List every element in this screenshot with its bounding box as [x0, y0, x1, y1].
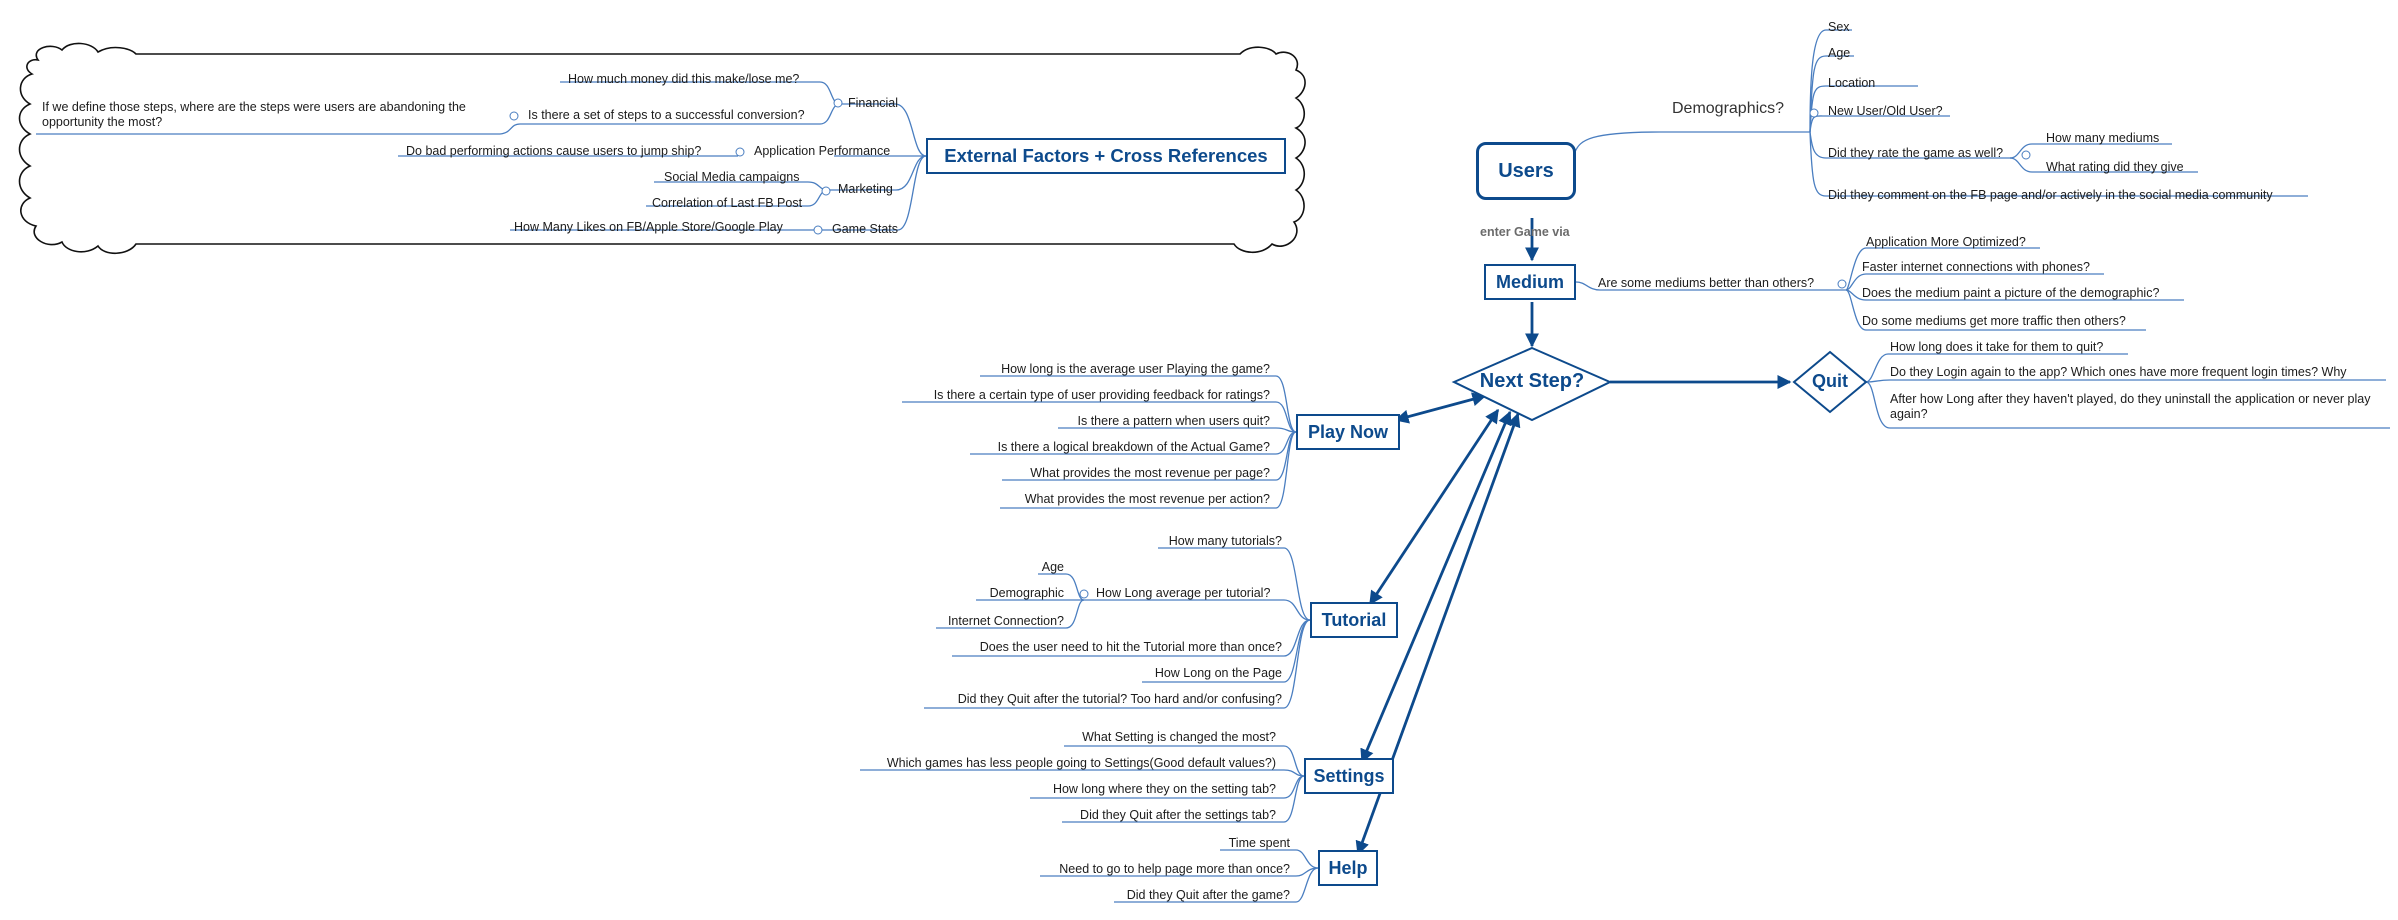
tutorial-average-demographic[interactable]: Demographic — [989, 586, 1064, 600]
settings-question-time-on-tab[interactable]: How long where they on the setting tab? — [1052, 782, 1276, 796]
quit-question-uninstall[interactable]: After how Long after they haven't played… — [1890, 392, 2371, 421]
medium-label: Medium — [1495, 271, 1564, 292]
play-now-node[interactable]: Play Now — [1296, 414, 1400, 450]
marketing-label[interactable]: Marketing — [838, 182, 893, 196]
tutorial-question-average-time[interactable]: How Long average per tutorial? — [1096, 586, 1271, 600]
help-question-time-spent[interactable]: Time spent — [1228, 836, 1290, 850]
marketing-social-media[interactable]: Social Media campaigns — [664, 170, 800, 184]
demographics-age[interactable]: Age — [1828, 46, 1851, 60]
game-stats-question[interactable]: How Many Likes on FB/Apple Store/Google … — [514, 220, 783, 234]
help-node[interactable]: Help — [1318, 850, 1378, 886]
financial-question-abandon[interactable]: If we define those steps, where are the … — [42, 100, 466, 129]
medium-node[interactable]: Medium — [1484, 264, 1576, 300]
rate-how-many-mediums[interactable]: How many mediums — [2046, 131, 2160, 145]
demographics-comment[interactable]: Did they comment on the FB page and/or a… — [1828, 188, 2273, 202]
help-question-quit[interactable]: Did they Quit after the game? — [1126, 888, 1290, 902]
tutorial-node[interactable]: Tutorial — [1310, 602, 1398, 638]
financial-question-steps[interactable]: Is there a set of steps to a successful … — [528, 108, 805, 122]
medium-question-traffic[interactable]: Do some mediums get more traffic then ot… — [1862, 314, 2126, 328]
external-factors-cloud — [18, 42, 1306, 255]
play-now-question-average[interactable]: How long is the average user Playing the… — [1001, 362, 1270, 376]
enter-game-via-label: enter Game via — [1480, 225, 1570, 239]
demographics-label[interactable]: Demographics? — [1672, 100, 1785, 117]
help-question-more-than-once[interactable]: Need to go to help page more than once? — [1059, 862, 1290, 876]
external-factors-title: External Factors + Cross References — [944, 145, 1268, 166]
medium-question-demographic[interactable]: Does the medium paint a picture of the d… — [1862, 286, 2160, 300]
medium-question-connections[interactable]: Faster internet connections with phones? — [1862, 260, 2090, 274]
tutorial-average-age[interactable]: Age — [1041, 560, 1064, 574]
settings-node[interactable]: Settings — [1304, 758, 1394, 794]
tutorial-question-time-on-page[interactable]: How Long on the Page — [1154, 666, 1282, 680]
quit-diamond — [1792, 350, 1868, 414]
demographics-sex[interactable]: Sex — [1828, 20, 1850, 34]
tutorial-question-how-many[interactable]: How many tutorials? — [1168, 534, 1282, 548]
play-now-question-revenue-page[interactable]: What provides the most revenue per page? — [1030, 466, 1270, 480]
next-step-label[interactable]: Next Step? — [1479, 370, 1585, 392]
help-label: Help — [1328, 857, 1368, 878]
tutorial-average-connection[interactable]: Internet Connection? — [947, 614, 1064, 628]
marketing-last-post[interactable]: Correlation of Last FB Post — [652, 196, 803, 210]
app-performance-question[interactable]: Do bad performing actions cause users to… — [406, 144, 702, 158]
rate-what-rating[interactable]: What rating did they give — [2046, 160, 2184, 174]
users-label: Users — [1498, 159, 1554, 182]
medium-question-optimized[interactable]: Application More Optimized? — [1866, 235, 2026, 249]
demographics-new-old-user[interactable]: New User/Old User? — [1828, 104, 1943, 118]
users-node[interactable]: Users — [1476, 142, 1576, 200]
demographics-rate-game[interactable]: Did they rate the game as well? — [1828, 146, 2004, 160]
tutorial-label: Tutorial — [1321, 609, 1387, 630]
play-now-label: Play Now — [1307, 421, 1389, 442]
quit-question-how-long[interactable]: How long does it take for them to quit? — [1890, 340, 2104, 354]
medium-question[interactable]: Are some mediums better than others? — [1598, 276, 1815, 290]
settings-question-most-changed[interactable]: What Setting is changed the most? — [1082, 730, 1276, 744]
app-performance-label[interactable]: Application Performance — [754, 144, 891, 158]
settings-label: Settings — [1313, 765, 1385, 786]
quit-question-login-again[interactable]: Do they Login again to the app? Which on… — [1890, 365, 2347, 379]
next-step-diamond — [1451, 346, 1613, 422]
game-stats-label[interactable]: Game Stats — [832, 222, 898, 236]
play-now-question-breakdown[interactable]: Is there a logical breakdown of the Actu… — [997, 440, 1270, 454]
external-factors-node[interactable]: External Factors + Cross References — [926, 138, 1286, 174]
financial-question-money[interactable]: How much money did this make/lose me? — [568, 72, 800, 86]
play-now-question-revenue-action[interactable]: What provides the most revenue per actio… — [1024, 492, 1270, 506]
tutorial-question-more-than-once[interactable]: Does the user need to hit the Tutorial m… — [979, 640, 1282, 654]
settings-question-quit[interactable]: Did they Quit after the settings tab? — [1080, 808, 1276, 822]
settings-question-default-values[interactable]: Which games has less people going to Set… — [886, 756, 1276, 770]
demographics-location[interactable]: Location — [1828, 76, 1876, 90]
play-now-question-feedback[interactable]: Is there a certain type of user providin… — [933, 388, 1270, 402]
play-now-question-pattern[interactable]: Is there a pattern when users quit? — [1077, 414, 1270, 428]
quit-label[interactable]: Quit — [1812, 371, 1848, 391]
financial-label[interactable]: Financial — [848, 96, 899, 110]
tutorial-question-quit[interactable]: Did they Quit after the tutorial? Too ha… — [957, 692, 1282, 706]
